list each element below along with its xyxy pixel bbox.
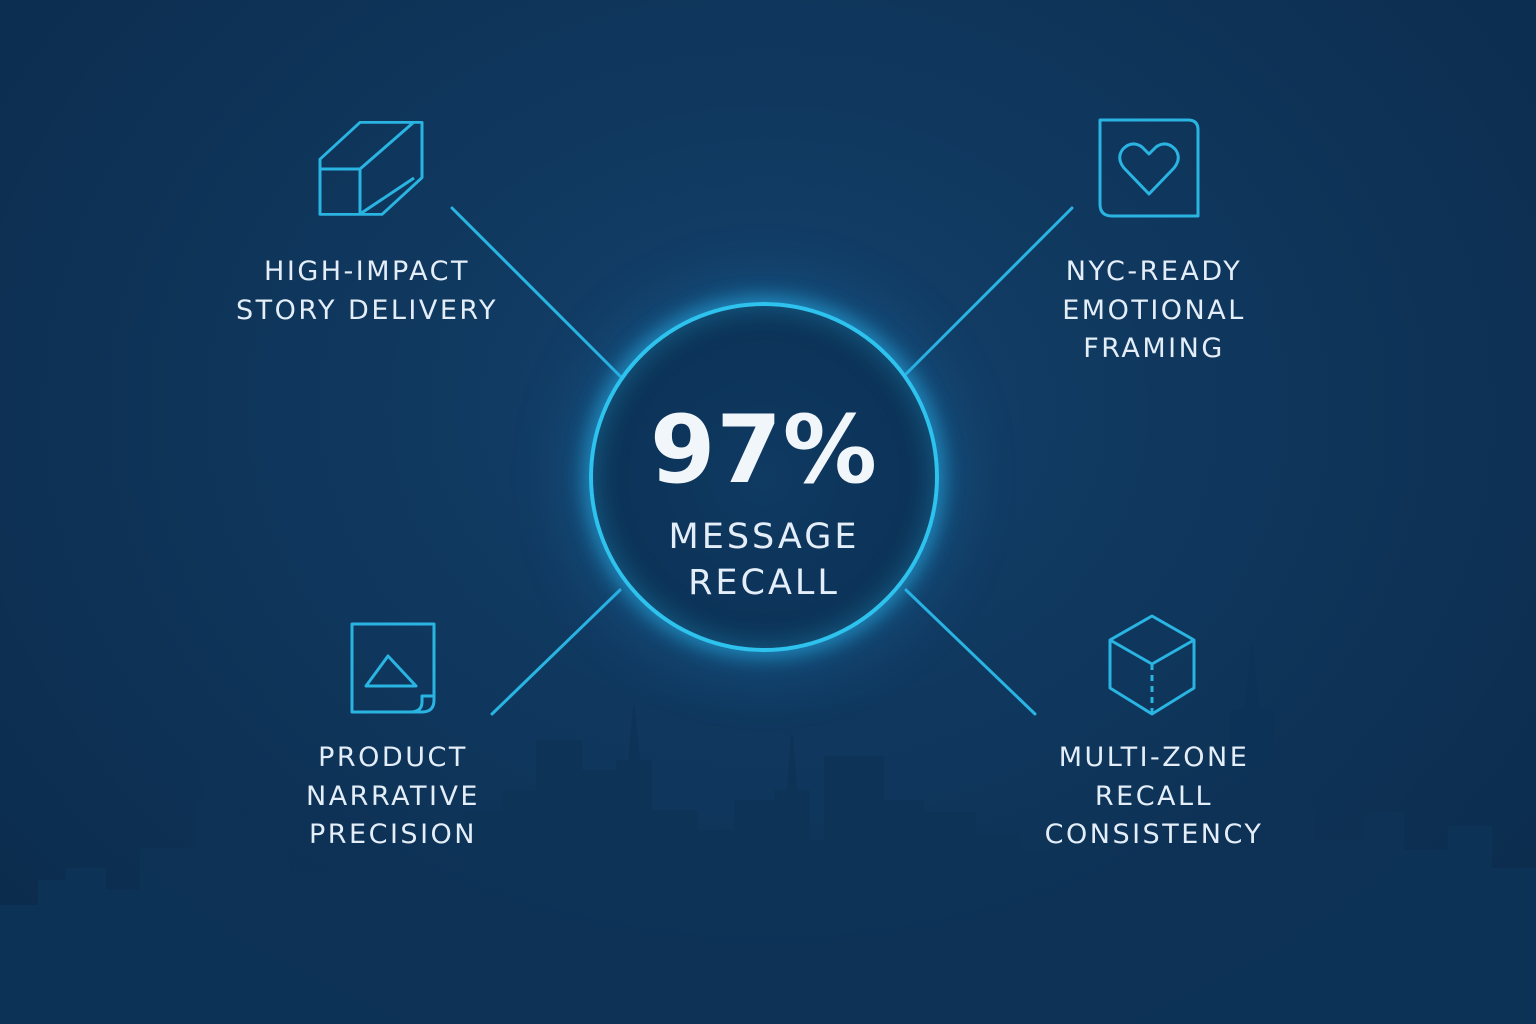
feature-label-line: NYC-READY xyxy=(1065,256,1243,287)
feature-label-bottom-right: MULTI-ZONE RECALL CONSISTENCY xyxy=(974,739,1334,855)
feature-label-line: PRODUCT xyxy=(318,742,468,773)
recall-percentage: 97% xyxy=(650,396,878,505)
feature-label-line: NARRATIVE xyxy=(306,780,480,812)
connector-top-left xyxy=(450,206,622,378)
connector-bottom-right xyxy=(904,588,1037,716)
recall-label: MESSAGE RECALL xyxy=(593,514,935,606)
triangle-card-icon xyxy=(340,612,460,732)
feature-label-line: HIGH-IMPACT xyxy=(264,256,470,287)
open-cube-icon xyxy=(310,112,430,232)
recall-hub: 97% MESSAGE RECALL xyxy=(589,302,939,652)
feature-label-line: CONSISTENCY xyxy=(1044,819,1264,850)
recall-label-line: RECALL xyxy=(688,563,840,603)
connector-bottom-left xyxy=(490,588,622,716)
feature-label-bottom-left: PRODUCT NARRATIVE PRECISION xyxy=(213,739,573,855)
feature-label-top-right: NYC-READY EMOTIONAL FRAMING xyxy=(974,253,1334,369)
feature-label-line: PRECISION xyxy=(309,819,477,850)
feature-label-line: FRAMING xyxy=(1083,333,1225,364)
isometric-cube-icon xyxy=(1094,606,1214,726)
recall-label-line: MESSAGE xyxy=(668,517,860,557)
feature-label-line: MULTI-ZONE xyxy=(1058,742,1250,773)
feature-label-line: STORY DELIVERY xyxy=(236,294,498,326)
feature-label-line: RECALL xyxy=(1094,780,1214,812)
feature-label-line: EMOTIONAL xyxy=(1062,294,1246,326)
heart-card-icon xyxy=(1090,110,1210,230)
feature-label-top-left: HIGH-IMPACT STORY DELIVERY xyxy=(187,253,547,330)
connector-top-right xyxy=(904,206,1074,376)
